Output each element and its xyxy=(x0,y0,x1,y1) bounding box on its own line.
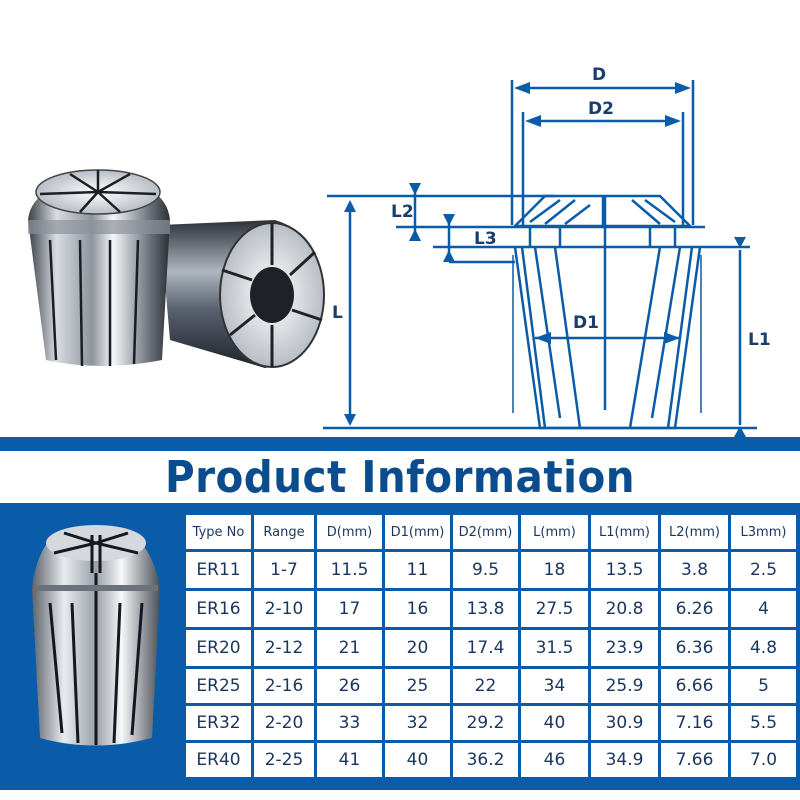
cell: 26 xyxy=(314,666,385,706)
cell: 13.5 xyxy=(588,549,661,591)
table-row: ER32 2-20 33 32 29.2 40 30.9 7.16 5.5 xyxy=(183,703,799,743)
cell: ER16 xyxy=(183,588,254,630)
cell: 40 xyxy=(518,703,591,743)
cell: ER25 xyxy=(183,666,254,706)
cell: 2-10 xyxy=(251,588,317,630)
cell: 16 xyxy=(382,588,453,630)
cell: 3.8 xyxy=(658,549,731,591)
cell: 2-12 xyxy=(251,627,317,669)
table-row: ER16 2-10 17 16 13.8 27.5 20.8 6.26 4 xyxy=(183,588,799,630)
cell: 20 xyxy=(382,627,453,669)
cell: 2-25 xyxy=(251,740,317,780)
cell: 7.16 xyxy=(658,703,731,743)
cell: 29.2 xyxy=(450,703,521,743)
cell: 32 xyxy=(382,703,453,743)
cell: 30.9 xyxy=(588,703,661,743)
col-header-l1: L1(mm) xyxy=(588,512,661,552)
cell: 40 xyxy=(382,740,453,780)
cell: 25 xyxy=(382,666,453,706)
cell: 34 xyxy=(518,666,591,706)
cell: 46 xyxy=(518,740,591,780)
cell: 6.26 xyxy=(658,588,731,630)
cell: 11.5 xyxy=(314,549,385,591)
col-header-l: L(mm) xyxy=(518,512,591,552)
col-header-d2: D2(mm) xyxy=(450,512,521,552)
cell: 27.5 xyxy=(518,588,591,630)
cell: 7.0 xyxy=(728,740,799,780)
cell: ER11 xyxy=(183,549,254,591)
dimension-diagram: D D2 D1 L L1 L2 L3 xyxy=(323,65,771,437)
cell: 25.9 xyxy=(588,666,661,706)
cell: 17.4 xyxy=(450,627,521,669)
label-d1: D1 xyxy=(573,313,599,333)
cell: 9.5 xyxy=(450,549,521,591)
col-header-d: D(mm) xyxy=(314,512,385,552)
cell: 18 xyxy=(518,549,591,591)
label-d2: D2 xyxy=(588,99,614,119)
cell: ER40 xyxy=(183,740,254,780)
col-header-d1: D1(mm) xyxy=(382,512,453,552)
col-header-l3: L3mm) xyxy=(728,512,799,552)
label-d: D xyxy=(592,65,606,85)
cell: 2.5 xyxy=(728,549,799,591)
product-hero-section: D D2 D1 L L1 L2 L3 xyxy=(28,65,771,437)
cell: 33 xyxy=(314,703,385,743)
label-l: L xyxy=(332,303,343,323)
cell: 20.8 xyxy=(588,588,661,630)
cell: 5 xyxy=(728,666,799,706)
cell: 2-20 xyxy=(251,703,317,743)
cell: 4.8 xyxy=(728,627,799,669)
cell: 23.9 xyxy=(588,627,661,669)
cell: 4 xyxy=(728,588,799,630)
cell: ER20 xyxy=(183,627,254,669)
cell: 36.2 xyxy=(450,740,521,780)
single-collet-photo xyxy=(32,525,160,746)
label-l2: L2 xyxy=(391,202,414,222)
cell: 6.36 xyxy=(658,627,731,669)
collet-pair-photo xyxy=(28,169,325,368)
cell: 5.5 xyxy=(728,703,799,743)
cell: 21 xyxy=(314,627,385,669)
cell: 11 xyxy=(382,549,453,591)
table-header-row: Type No Range D(mm) D1(mm) D2(mm) L(mm) … xyxy=(183,512,799,552)
cell: 7.66 xyxy=(658,740,731,780)
label-l1: L1 xyxy=(748,330,771,350)
product-info-panel: Type No Range D(mm) D1(mm) D2(mm) L(mm) … xyxy=(0,503,800,790)
label-l3: L3 xyxy=(474,229,497,249)
col-header-l2: L2(mm) xyxy=(658,512,731,552)
cell: 22 xyxy=(450,666,521,706)
cell: 1-7 xyxy=(251,549,317,591)
section-divider xyxy=(0,437,800,451)
table-row: ER25 2-16 26 25 22 34 25.9 6.66 5 xyxy=(183,666,799,706)
cell: 17 xyxy=(314,588,385,630)
col-header-type-no: Type No xyxy=(183,512,254,552)
spec-table: Type No Range D(mm) D1(mm) D2(mm) L(mm) … xyxy=(183,512,799,780)
cell: 31.5 xyxy=(518,627,591,669)
table-row: ER20 2-12 21 20 17.4 31.5 23.9 6.36 4.8 xyxy=(183,627,799,669)
table-row: ER11 1-7 11.5 11 9.5 18 13.5 3.8 2.5 xyxy=(183,549,799,591)
col-header-range: Range xyxy=(251,512,317,552)
cell: 41 xyxy=(314,740,385,780)
table-row: ER40 2-25 41 40 36.2 46 34.9 7.66 7.0 xyxy=(183,740,799,780)
cell: 34.9 xyxy=(588,740,661,780)
page-title: Product Information xyxy=(164,452,636,503)
cell: 13.8 xyxy=(450,588,521,630)
cell: ER32 xyxy=(183,703,254,743)
cell: 2-16 xyxy=(251,666,317,706)
cell: 6.66 xyxy=(658,666,731,706)
